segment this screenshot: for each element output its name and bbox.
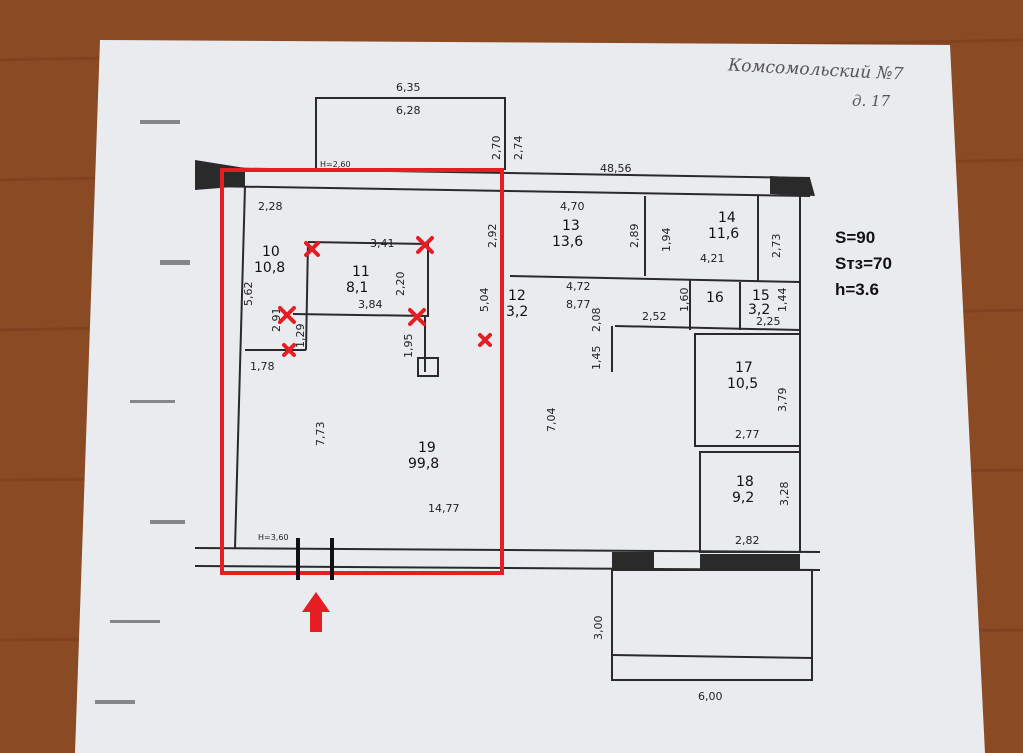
room-17-number: 17 [735,360,753,376]
dim-label: 1,29 [294,324,307,349]
dim-label: 4,70 [560,200,585,213]
dim-label: 5,04 [478,288,491,313]
dim-label: 2,28 [258,200,283,213]
dim-label: 2,73 [770,234,783,259]
x-marker-2 [416,236,434,254]
dim-label: 6,35 [396,81,421,94]
dim-label: 3,28 [778,482,791,507]
dim-label: 1,95 [402,334,415,359]
dark-wall-segments [195,160,815,570]
dim-label: 2,89 [628,224,641,249]
x-marker-6 [478,333,492,347]
room-12-area: 3,2 [506,304,528,320]
room-15-area: 3,2 [748,302,770,318]
dim-label: 2,74 [512,136,525,161]
dim-label: 4,21 [700,252,725,265]
room-19-number: 19 [418,440,436,456]
dim-label: 7,73 [314,422,327,447]
dim-label: 3,84 [358,298,383,311]
dim-label: 4,72 [566,280,591,293]
dim-label: 2,77 [735,428,760,441]
dim-label: 5,62 [242,282,255,307]
dim-label: 2,70 [490,136,503,161]
entrance-arrow-icon [302,592,330,632]
room-labels: 10 10,8 11 8,1 12 3,2 13 13,6 14 11,6 15… [254,210,770,506]
area-tz: Sтз=70 [835,254,892,273]
dim-label: 2,52 [642,310,667,323]
dim-label: 1,78 [250,360,275,373]
x-marker-5 [282,343,296,357]
room-17-area: 10,5 [727,376,758,392]
dim-label: 6,28 [396,104,421,117]
dim-label: 1,45 [590,346,603,371]
dim-label: 48,56 [600,162,632,175]
ceiling-height: h=3.6 [835,280,879,299]
dim-label: 2,92 [486,224,499,249]
demolition-markers [278,236,492,357]
dim-label: 1,44 [776,288,789,313]
room-14-area: 11,6 [708,226,739,242]
dim-label: Н=3,60 [258,533,289,542]
dim-label: 2,20 [394,272,407,297]
entrance-door-marks [296,538,334,580]
room-10-number: 10 [262,244,280,260]
dim-label: 8,77 [566,298,591,311]
dim-label: 1,94 [660,228,673,253]
area-total: S=90 [835,228,876,247]
toner-speckles [95,120,190,704]
room-19-area: 99,8 [408,456,439,472]
dim-label: 7,04 [545,408,558,433]
dim-label: 2,25 [756,315,781,328]
dim-label: 2,91 [270,308,283,333]
x-marker-3 [278,306,296,324]
dim-label: 2,08 [590,308,603,333]
x-marker-4 [408,308,426,326]
room-16-number: 16 [706,290,724,306]
room-11-number: 11 [352,264,370,280]
room-12-number: 12 [508,288,526,304]
room-14-number: 14 [718,210,736,226]
dimension-labels: 6,35 6,28 2,70 2,74 48,56 Н=2,60 2,28 4,… [242,81,791,703]
room-18-number: 18 [736,474,754,490]
room-18-area: 9,2 [732,490,754,506]
dim-label: 3,41 [370,237,395,250]
room-13-number: 13 [562,218,580,234]
dim-label: 2,82 [735,534,760,547]
dim-label: Н=2,60 [320,160,351,169]
dim-label: 6,00 [698,690,723,703]
room-11-area: 8,1 [346,280,368,296]
dim-label: 1,60 [678,288,691,313]
highlight-frame [220,168,504,575]
room-15-number: 15 [752,288,770,304]
paper-sheet [75,40,985,753]
dim-label: 3,00 [592,616,605,641]
dim-label: 14,77 [428,502,460,515]
room-13-area: 13,6 [552,234,583,250]
dim-label: 3,79 [776,388,789,413]
handwritten-note: д. 17 [852,92,891,110]
room-10-area: 10,8 [254,260,285,276]
x-marker-1 [304,241,320,257]
